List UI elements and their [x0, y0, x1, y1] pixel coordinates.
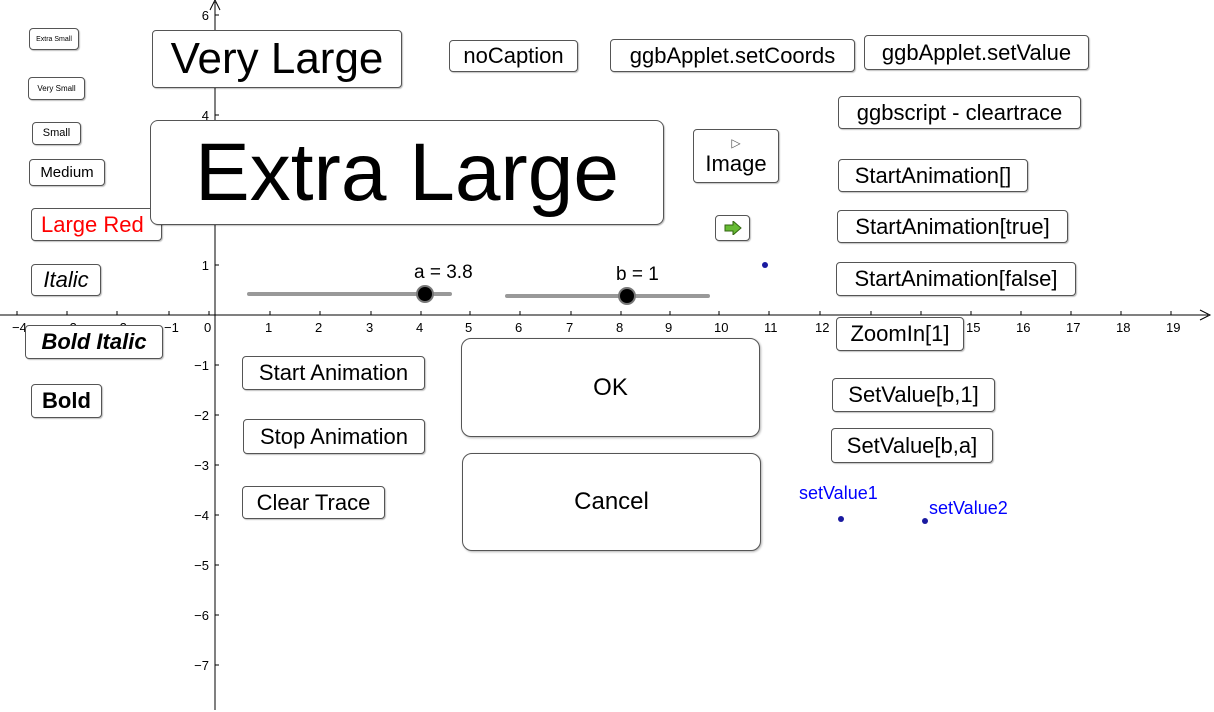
right-arrow-icon: [724, 221, 742, 235]
start-animation-false-button[interactable]: StartAnimation[false]: [836, 262, 1076, 296]
y-tick-label: −5: [194, 558, 209, 573]
no-caption-button[interactable]: noCaption: [449, 40, 578, 72]
x-tick-label: 3: [366, 320, 373, 335]
clear-trace-button[interactable]: Clear Trace: [242, 486, 385, 519]
small-button[interactable]: Small: [32, 122, 81, 145]
x-tick-label: 5: [465, 320, 472, 335]
very-small-button[interactable]: Very Small: [28, 77, 85, 100]
slider-b-track[interactable]: [505, 294, 710, 298]
image-button[interactable]: ▷ Image: [693, 129, 779, 183]
set-value-api-button[interactable]: ggbApplet.setValue: [864, 35, 1089, 70]
x-tick-label: 18: [1116, 320, 1130, 335]
x-tick-label: 4: [416, 320, 423, 335]
x-axis-arrow: [1199, 309, 1212, 321]
y-tick-label: −6: [194, 608, 209, 623]
y-tick-label: 6: [202, 8, 209, 23]
extra-small-button[interactable]: Extra Small: [29, 28, 79, 50]
y-axis-arrow: [209, 0, 221, 11]
x-tick-label: 7: [566, 320, 573, 335]
x-tick-label: 10: [714, 320, 728, 335]
bold-button[interactable]: Bold: [31, 384, 102, 418]
point[interactable]: [762, 262, 768, 268]
cancel-button[interactable]: Cancel: [462, 453, 761, 551]
slider-a-track[interactable]: [247, 292, 452, 296]
extra-large-button[interactable]: Extra Large: [150, 120, 664, 225]
bold-italic-button[interactable]: Bold Italic: [25, 325, 163, 359]
ok-button[interactable]: OK: [461, 338, 760, 437]
x-tick-label: 11: [764, 320, 778, 335]
x-tick-label: 15: [966, 320, 980, 335]
x-tick-label: 6: [515, 320, 522, 335]
set-value-ba-button[interactable]: SetValue[b,a]: [831, 428, 993, 463]
set-coords-button[interactable]: ggbApplet.setCoords: [610, 39, 855, 72]
large-red-button[interactable]: Large Red: [31, 208, 162, 241]
start-animation-cmd-button[interactable]: StartAnimation[]: [838, 159, 1028, 192]
x-tick-label: 9: [665, 320, 672, 335]
medium-button[interactable]: Medium: [29, 159, 105, 186]
x-tick-label: 1: [265, 320, 272, 335]
point-set-value-2[interactable]: [922, 518, 928, 524]
very-large-button[interactable]: Very Large: [152, 30, 402, 88]
x-tick-label: 0: [204, 320, 211, 335]
slider-a-label: a = 3.8: [414, 262, 473, 283]
y-tick-label: −7: [194, 658, 209, 673]
x-tick-label: 16: [1016, 320, 1030, 335]
slider-b-knob[interactable]: [618, 287, 636, 305]
y-tick-label: −3: [194, 458, 209, 473]
x-tick-label: 12: [815, 320, 829, 335]
x-tick-label: 19: [1166, 320, 1180, 335]
slider-a-knob[interactable]: [416, 285, 434, 303]
point-set-value-2-label: setValue2: [929, 498, 1008, 518]
y-tick-label: 1: [202, 258, 209, 273]
cleartrace-script-button[interactable]: ggbscript - cleartrace: [838, 96, 1081, 129]
start-animation-button[interactable]: Start Animation: [242, 356, 425, 390]
stop-animation-button[interactable]: Stop Animation: [243, 419, 425, 454]
image-button-label: Image: [705, 151, 767, 176]
x-tick-label: −1: [164, 320, 179, 335]
arrow-image-button[interactable]: [715, 215, 750, 241]
x-tick-label: 17: [1066, 320, 1080, 335]
y-tick-label: −1: [194, 358, 209, 373]
start-animation-true-button[interactable]: StartAnimation[true]: [837, 210, 1068, 243]
slider-b-label: b = 1: [616, 264, 659, 285]
y-tick-label: −2: [194, 408, 209, 423]
y-tick-labels: 6 4 1 −1 −2 −3 −4 −5 −6 −7: [194, 8, 219, 673]
x-tick-label: 2: [315, 320, 322, 335]
y-tick-label: −4: [194, 508, 209, 523]
x-tick-label: −4: [12, 320, 27, 335]
set-value-b1-button[interactable]: SetValue[b,1]: [832, 378, 995, 412]
x-tick-label: 8: [616, 320, 623, 335]
point-set-value-1[interactable]: [838, 516, 844, 522]
broken-image-icon: ▷: [731, 136, 741, 150]
zoom-in-button[interactable]: ZoomIn[1]: [836, 317, 964, 351]
point-set-value-1-label: setValue1: [799, 483, 878, 503]
italic-button[interactable]: Italic: [31, 264, 101, 296]
y-tick-label: 4: [202, 108, 209, 123]
